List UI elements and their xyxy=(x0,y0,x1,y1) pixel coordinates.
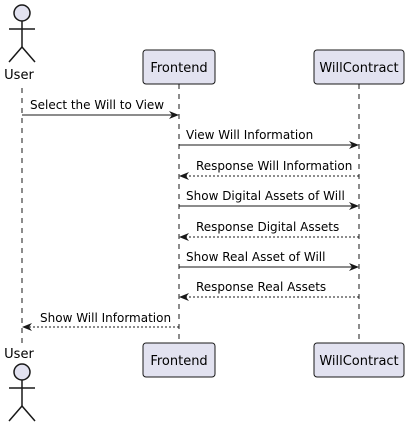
actor-user-bottom-label: User xyxy=(4,347,34,362)
participant-frontend-top-label: Frontend xyxy=(150,61,207,76)
actor-user-top-label: User xyxy=(4,68,34,83)
message-7: Response Real Assets xyxy=(179,280,359,301)
actor-user-top-icon xyxy=(8,4,36,63)
participant-frontend-top xyxy=(142,49,216,85)
message-1-label: Select the Will to View xyxy=(30,98,164,112)
message-2-label: View Will Information xyxy=(186,128,313,142)
participant-frontend-bottom-label: Frontend xyxy=(150,354,207,369)
participant-willcontract-top xyxy=(313,49,405,85)
message-5-label: Response Digital Assets xyxy=(196,220,339,234)
message-2: View Will Information xyxy=(179,128,359,149)
message-3: Response Will Information xyxy=(179,159,359,180)
message-1: Select the Will to View xyxy=(22,98,179,119)
message-6-label: Show Real Asset of Will xyxy=(186,250,325,264)
participant-frontend-bottom xyxy=(142,342,216,378)
participant-willcontract-bottom-label: WillContract xyxy=(319,354,398,369)
message-4: Show Digital Assets of Will xyxy=(179,189,359,210)
message-7-label: Response Real Assets xyxy=(196,280,326,294)
participant-willcontract-bottom xyxy=(313,342,405,378)
message-3-label: Response Will Information xyxy=(196,159,352,173)
participant-willcontract-top-label: WillContract xyxy=(319,61,398,76)
message-8-label: Show Will Information xyxy=(40,311,171,325)
actor-user-bottom-icon xyxy=(8,363,36,422)
message-5: Response Digital Assets xyxy=(179,220,359,241)
message-8: Show Will Information xyxy=(22,311,179,331)
message-6: Show Real Asset of Will xyxy=(179,250,359,271)
message-4-label: Show Digital Assets of Will xyxy=(186,189,345,203)
